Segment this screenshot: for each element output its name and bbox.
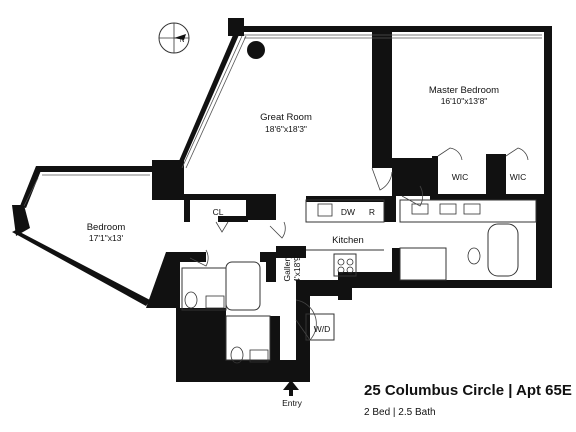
sink-icon bbox=[463, 203, 481, 215]
sink-icon bbox=[317, 203, 333, 217]
toilet-icon bbox=[184, 291, 198, 309]
fixtures bbox=[184, 203, 481, 364]
master-bedroom-label: Master Bedroom bbox=[429, 85, 499, 96]
master-bedroom-dims: 16'10"x13'8" bbox=[441, 96, 488, 106]
svg-text:N: N bbox=[180, 38, 184, 44]
great-room-dims: 18'6"x18'3" bbox=[265, 124, 307, 134]
dishwasher-label: DW bbox=[341, 207, 355, 217]
bedroom-label: Bedroom bbox=[87, 222, 126, 233]
compass-icon: N bbox=[158, 22, 190, 54]
sink-icon bbox=[249, 349, 269, 363]
exterior-walls bbox=[12, 18, 552, 382]
kitchen-label: Kitchen bbox=[332, 235, 364, 246]
toilet-icon bbox=[230, 346, 244, 364]
refrigerator-label: R bbox=[369, 207, 375, 217]
entry-arrow-icon bbox=[283, 380, 299, 396]
burner-icon bbox=[346, 266, 354, 274]
entry-label: Entry bbox=[282, 398, 303, 408]
laundry-label: W/D bbox=[314, 324, 331, 334]
doors bbox=[189, 147, 529, 341]
wic-right-label: WIC bbox=[510, 172, 527, 182]
window-lines bbox=[23, 34, 542, 207]
listing-subtitle: 2 Bed | 2.5 Bath bbox=[364, 407, 436, 418]
burner-icon bbox=[337, 266, 345, 274]
sink-icon bbox=[205, 295, 225, 309]
gallery-label: Gallery bbox=[282, 254, 292, 282]
burner-icon bbox=[346, 258, 354, 266]
burner-icon bbox=[337, 258, 345, 266]
interior-lines bbox=[181, 199, 537, 361]
column-icon bbox=[247, 41, 265, 59]
gallery-dims: 4'x18'9" bbox=[292, 253, 302, 282]
great-room-label: Great Room bbox=[260, 112, 312, 123]
sink-icon bbox=[411, 203, 429, 215]
wic-left-label: WIC bbox=[452, 172, 469, 182]
sink-icon bbox=[439, 203, 457, 215]
closet-label: CL bbox=[213, 207, 224, 217]
listing-title: 25 Columbus Circle | Apt 65E bbox=[364, 382, 572, 399]
bedroom-dims: 17'1"x13' bbox=[89, 233, 124, 243]
toilet-icon bbox=[467, 247, 481, 265]
